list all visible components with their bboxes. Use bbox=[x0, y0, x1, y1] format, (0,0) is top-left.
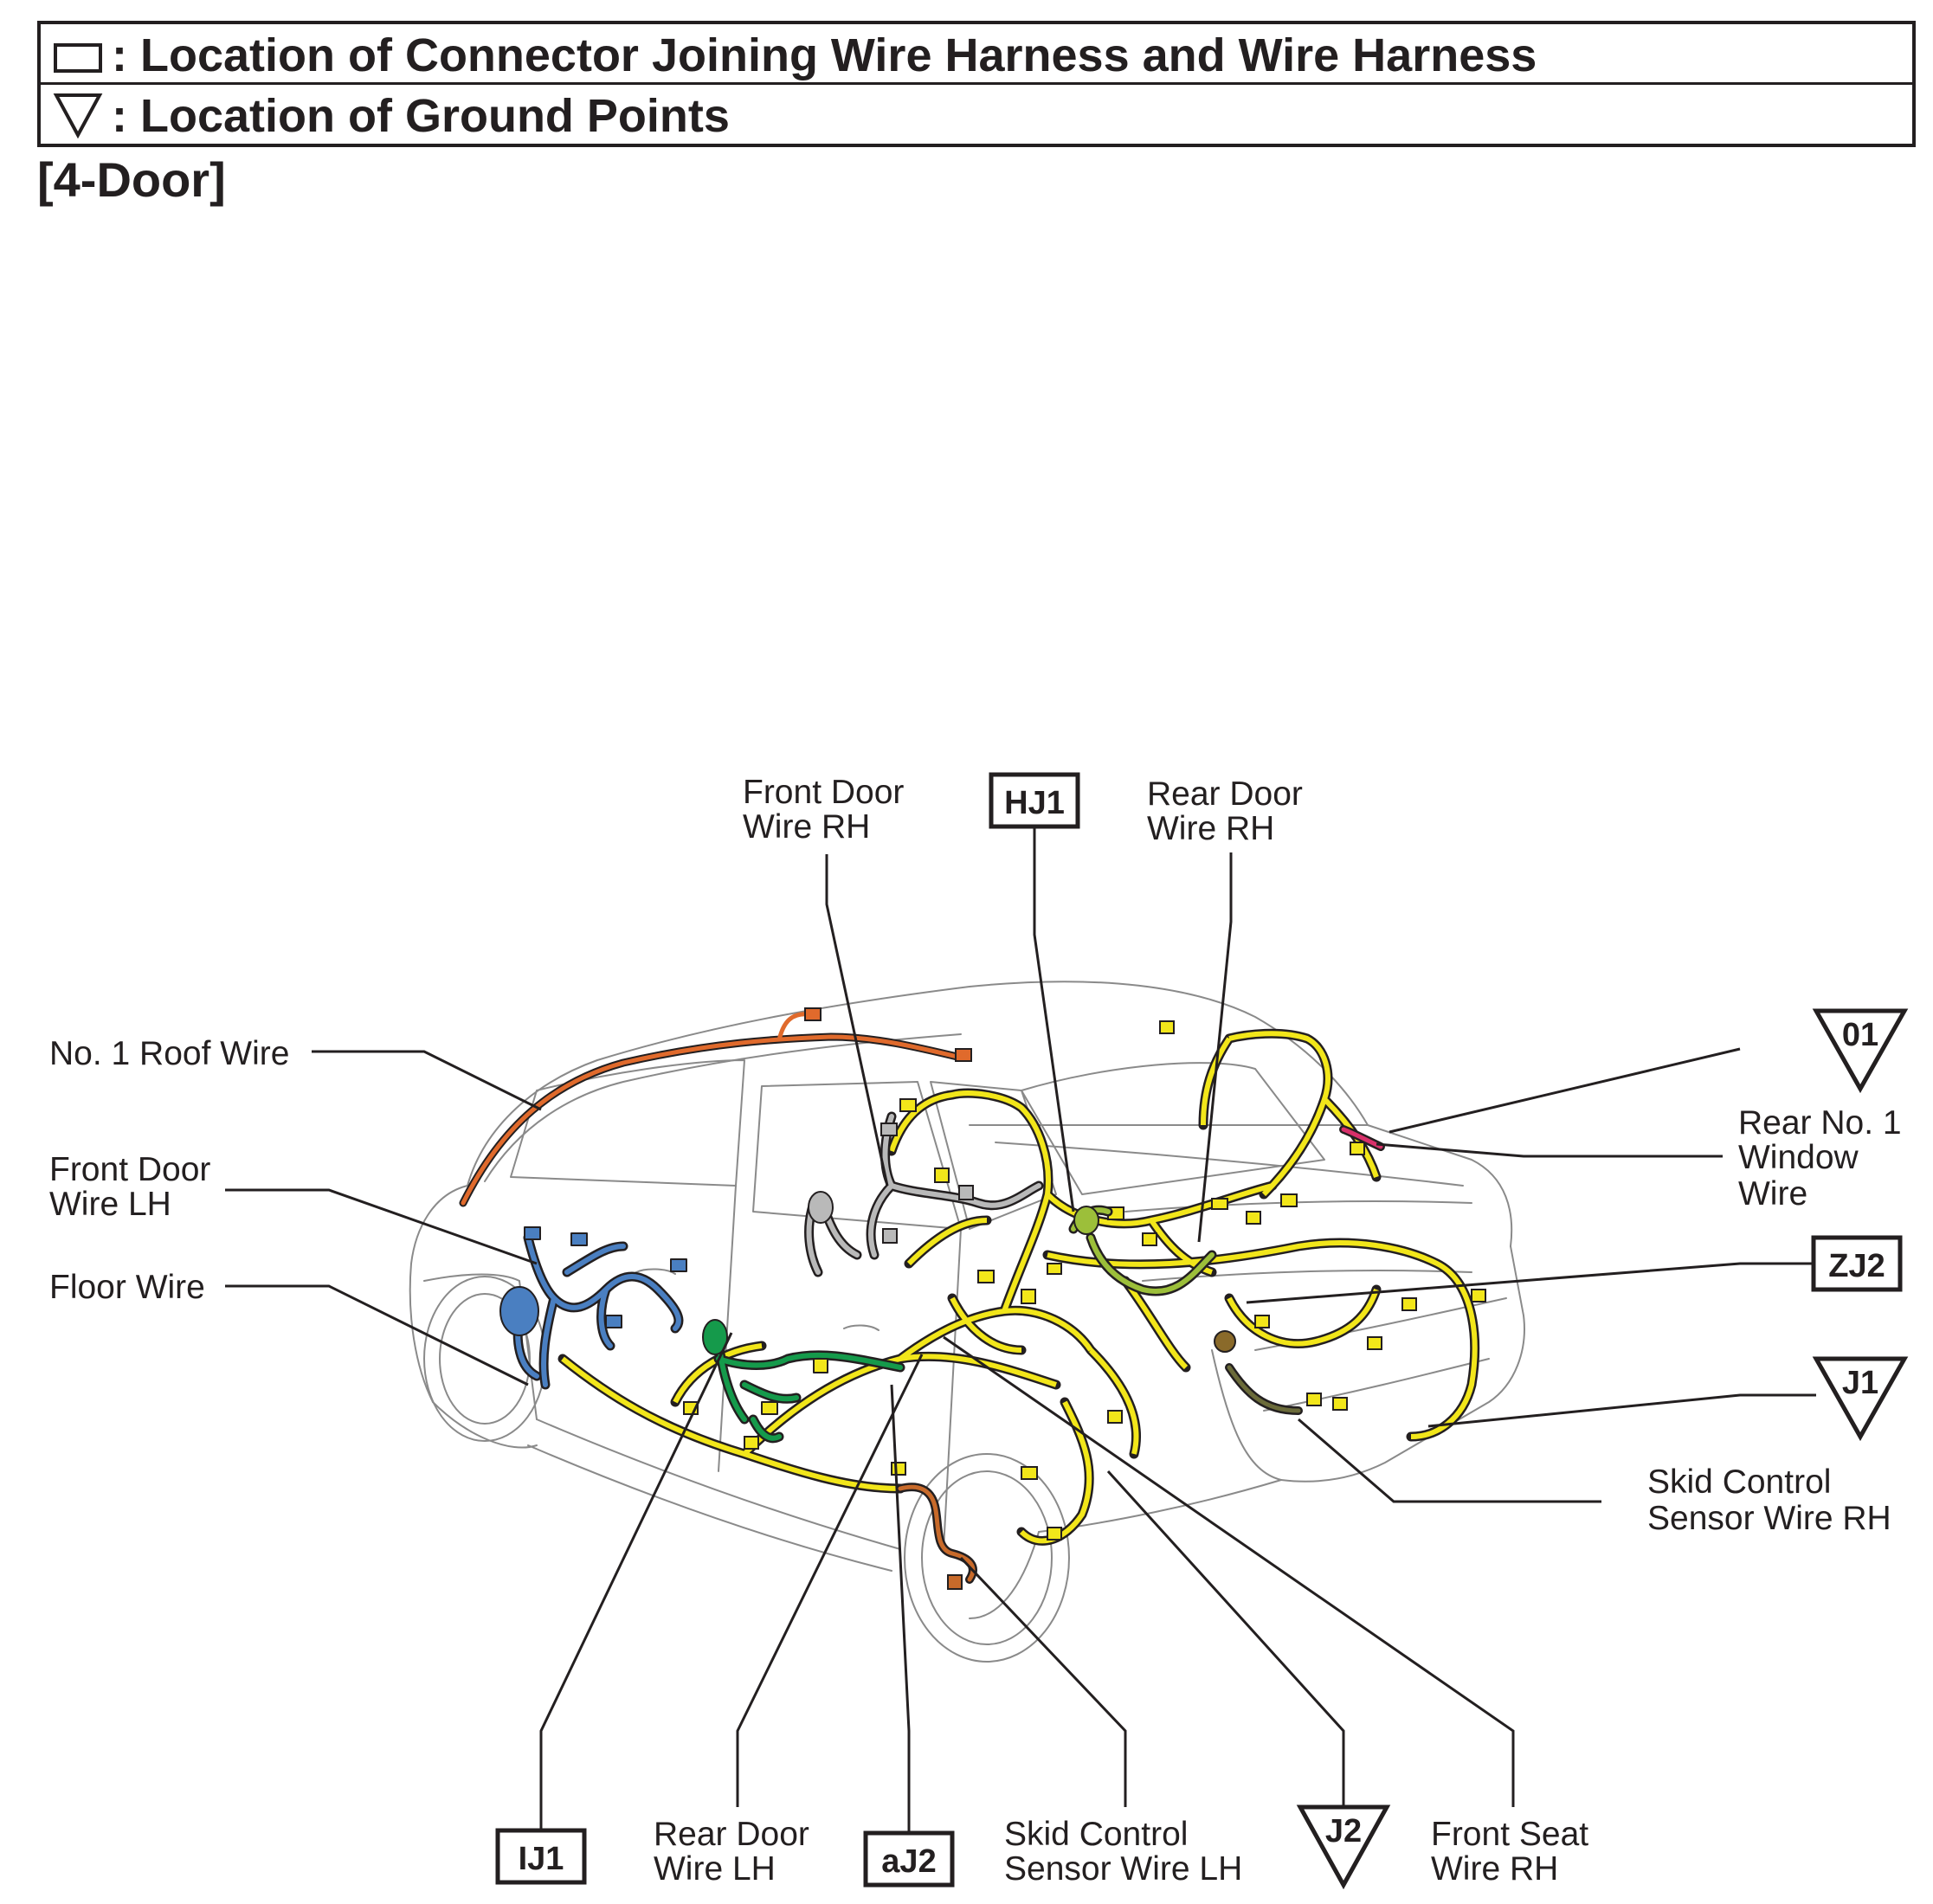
legend-row-connector: : Location of Connector Joining Wire Har… bbox=[41, 24, 1912, 85]
label-floor-wire: Floor Wire bbox=[49, 1269, 205, 1306]
label-rear-door-rh-line1: Rear Door bbox=[1147, 775, 1303, 813]
connector-ij1-code: IJ1 bbox=[519, 1841, 564, 1877]
leader-lines bbox=[225, 827, 1819, 1833]
ground-01: 01 bbox=[1812, 1008, 1909, 1094]
label-rear-no1-window-line2: Window bbox=[1738, 1139, 1859, 1176]
label-rear-door-lh-line2: Wire LH bbox=[654, 1850, 776, 1888]
label-skid-rh-line2: Sensor Wire RH bbox=[1647, 1500, 1891, 1537]
legend-box: : Location of Connector Joining Wire Har… bbox=[37, 21, 1916, 147]
ground-j2-code: J2 bbox=[1325, 1813, 1362, 1849]
connector-ij1: IJ1 bbox=[495, 1828, 587, 1885]
connector-zj2: ZJ2 bbox=[1811, 1235, 1903, 1292]
ground-bolt bbox=[1214, 1330, 1236, 1353]
skid-lh-harness bbox=[896, 1483, 977, 1590]
label-rear-no1-window-line1: Rear No. 1 bbox=[1738, 1104, 1902, 1142]
label-front-seat-rh: Front Seat Wire RH bbox=[1431, 1816, 1588, 1888]
triangle-down-icon bbox=[53, 93, 103, 139]
label-front-door-rh-line1: Front Door bbox=[743, 774, 904, 811]
label-rear-no1-window: Rear No. 1 Window Wire bbox=[1738, 1104, 1902, 1213]
rear-door-lh-harness bbox=[702, 1319, 905, 1444]
ground-j2: J2 bbox=[1296, 1804, 1391, 1890]
front-door-lh-harness bbox=[499, 1226, 687, 1390]
label-skid-lh: Skid Control Sensor Wire LH bbox=[1004, 1816, 1242, 1888]
connector-hj1-code: HJ1 bbox=[1004, 785, 1065, 821]
label-rear-door-rh: Rear Door Wire RH bbox=[1147, 775, 1303, 847]
label-skid-rh: Skid Control Sensor Wire RH bbox=[1647, 1463, 1891, 1537]
roof-wire-connector bbox=[804, 1007, 822, 1021]
legend-connector-text: : Location of Connector Joining Wire Har… bbox=[112, 29, 1537, 81]
label-skid-rh-line1: Skid Control bbox=[1647, 1463, 1831, 1501]
roof-wire-harness-fill bbox=[461, 1034, 963, 1206]
rectangle-icon bbox=[54, 43, 102, 73]
skid-rh-harness-fill bbox=[1227, 1365, 1301, 1413]
connector-aj2: aJ2 bbox=[863, 1830, 955, 1888]
label-rear-door-rh-line2: Wire RH bbox=[1147, 810, 1274, 847]
label-roof-wire: No. 1 Roof Wire bbox=[49, 1035, 289, 1072]
label-front-door-lh-line1: Front Door bbox=[49, 1151, 210, 1188]
label-rear-door-lh: Rear Door Wire LH bbox=[654, 1816, 809, 1888]
variant-title: [4-Door] bbox=[37, 152, 226, 207]
label-front-door-lh-line2: Wire LH bbox=[49, 1186, 171, 1223]
label-rear-door-lh-line1: Rear Door bbox=[654, 1816, 809, 1853]
label-front-seat-rh-line1: Front Seat bbox=[1431, 1816, 1588, 1853]
connector-zj2-code: ZJ2 bbox=[1828, 1248, 1885, 1284]
label-rear-no1-window-line3: Wire bbox=[1738, 1175, 1807, 1213]
label-front-door-rh: Front Door Wire RH bbox=[743, 774, 904, 846]
label-front-door-lh: Front Door Wire LH bbox=[49, 1151, 210, 1223]
legend-row-ground: : Location of Ground Points bbox=[41, 85, 1912, 145]
connector-hj1: HJ1 bbox=[989, 772, 1080, 829]
label-front-door-rh-line2: Wire RH bbox=[743, 808, 870, 846]
legend-ground-text: : Location of Ground Points bbox=[112, 90, 730, 142]
rear-door-rh-harness bbox=[1068, 1205, 1217, 1296]
ground-j1: J1 bbox=[1812, 1356, 1909, 1442]
label-skid-lh-line2: Sensor Wire LH bbox=[1004, 1850, 1242, 1888]
connector-aj2-code: aJ2 bbox=[881, 1843, 936, 1880]
ground-j1-code: J1 bbox=[1842, 1365, 1878, 1401]
ground-01-code: 01 bbox=[1842, 1017, 1878, 1053]
label-skid-lh-line1: Skid Control bbox=[1004, 1816, 1188, 1853]
label-front-seat-rh-line2: Wire RH bbox=[1431, 1850, 1558, 1888]
front-door-rh-harness bbox=[804, 1111, 1044, 1277]
roof-wire-connector bbox=[955, 1048, 972, 1062]
